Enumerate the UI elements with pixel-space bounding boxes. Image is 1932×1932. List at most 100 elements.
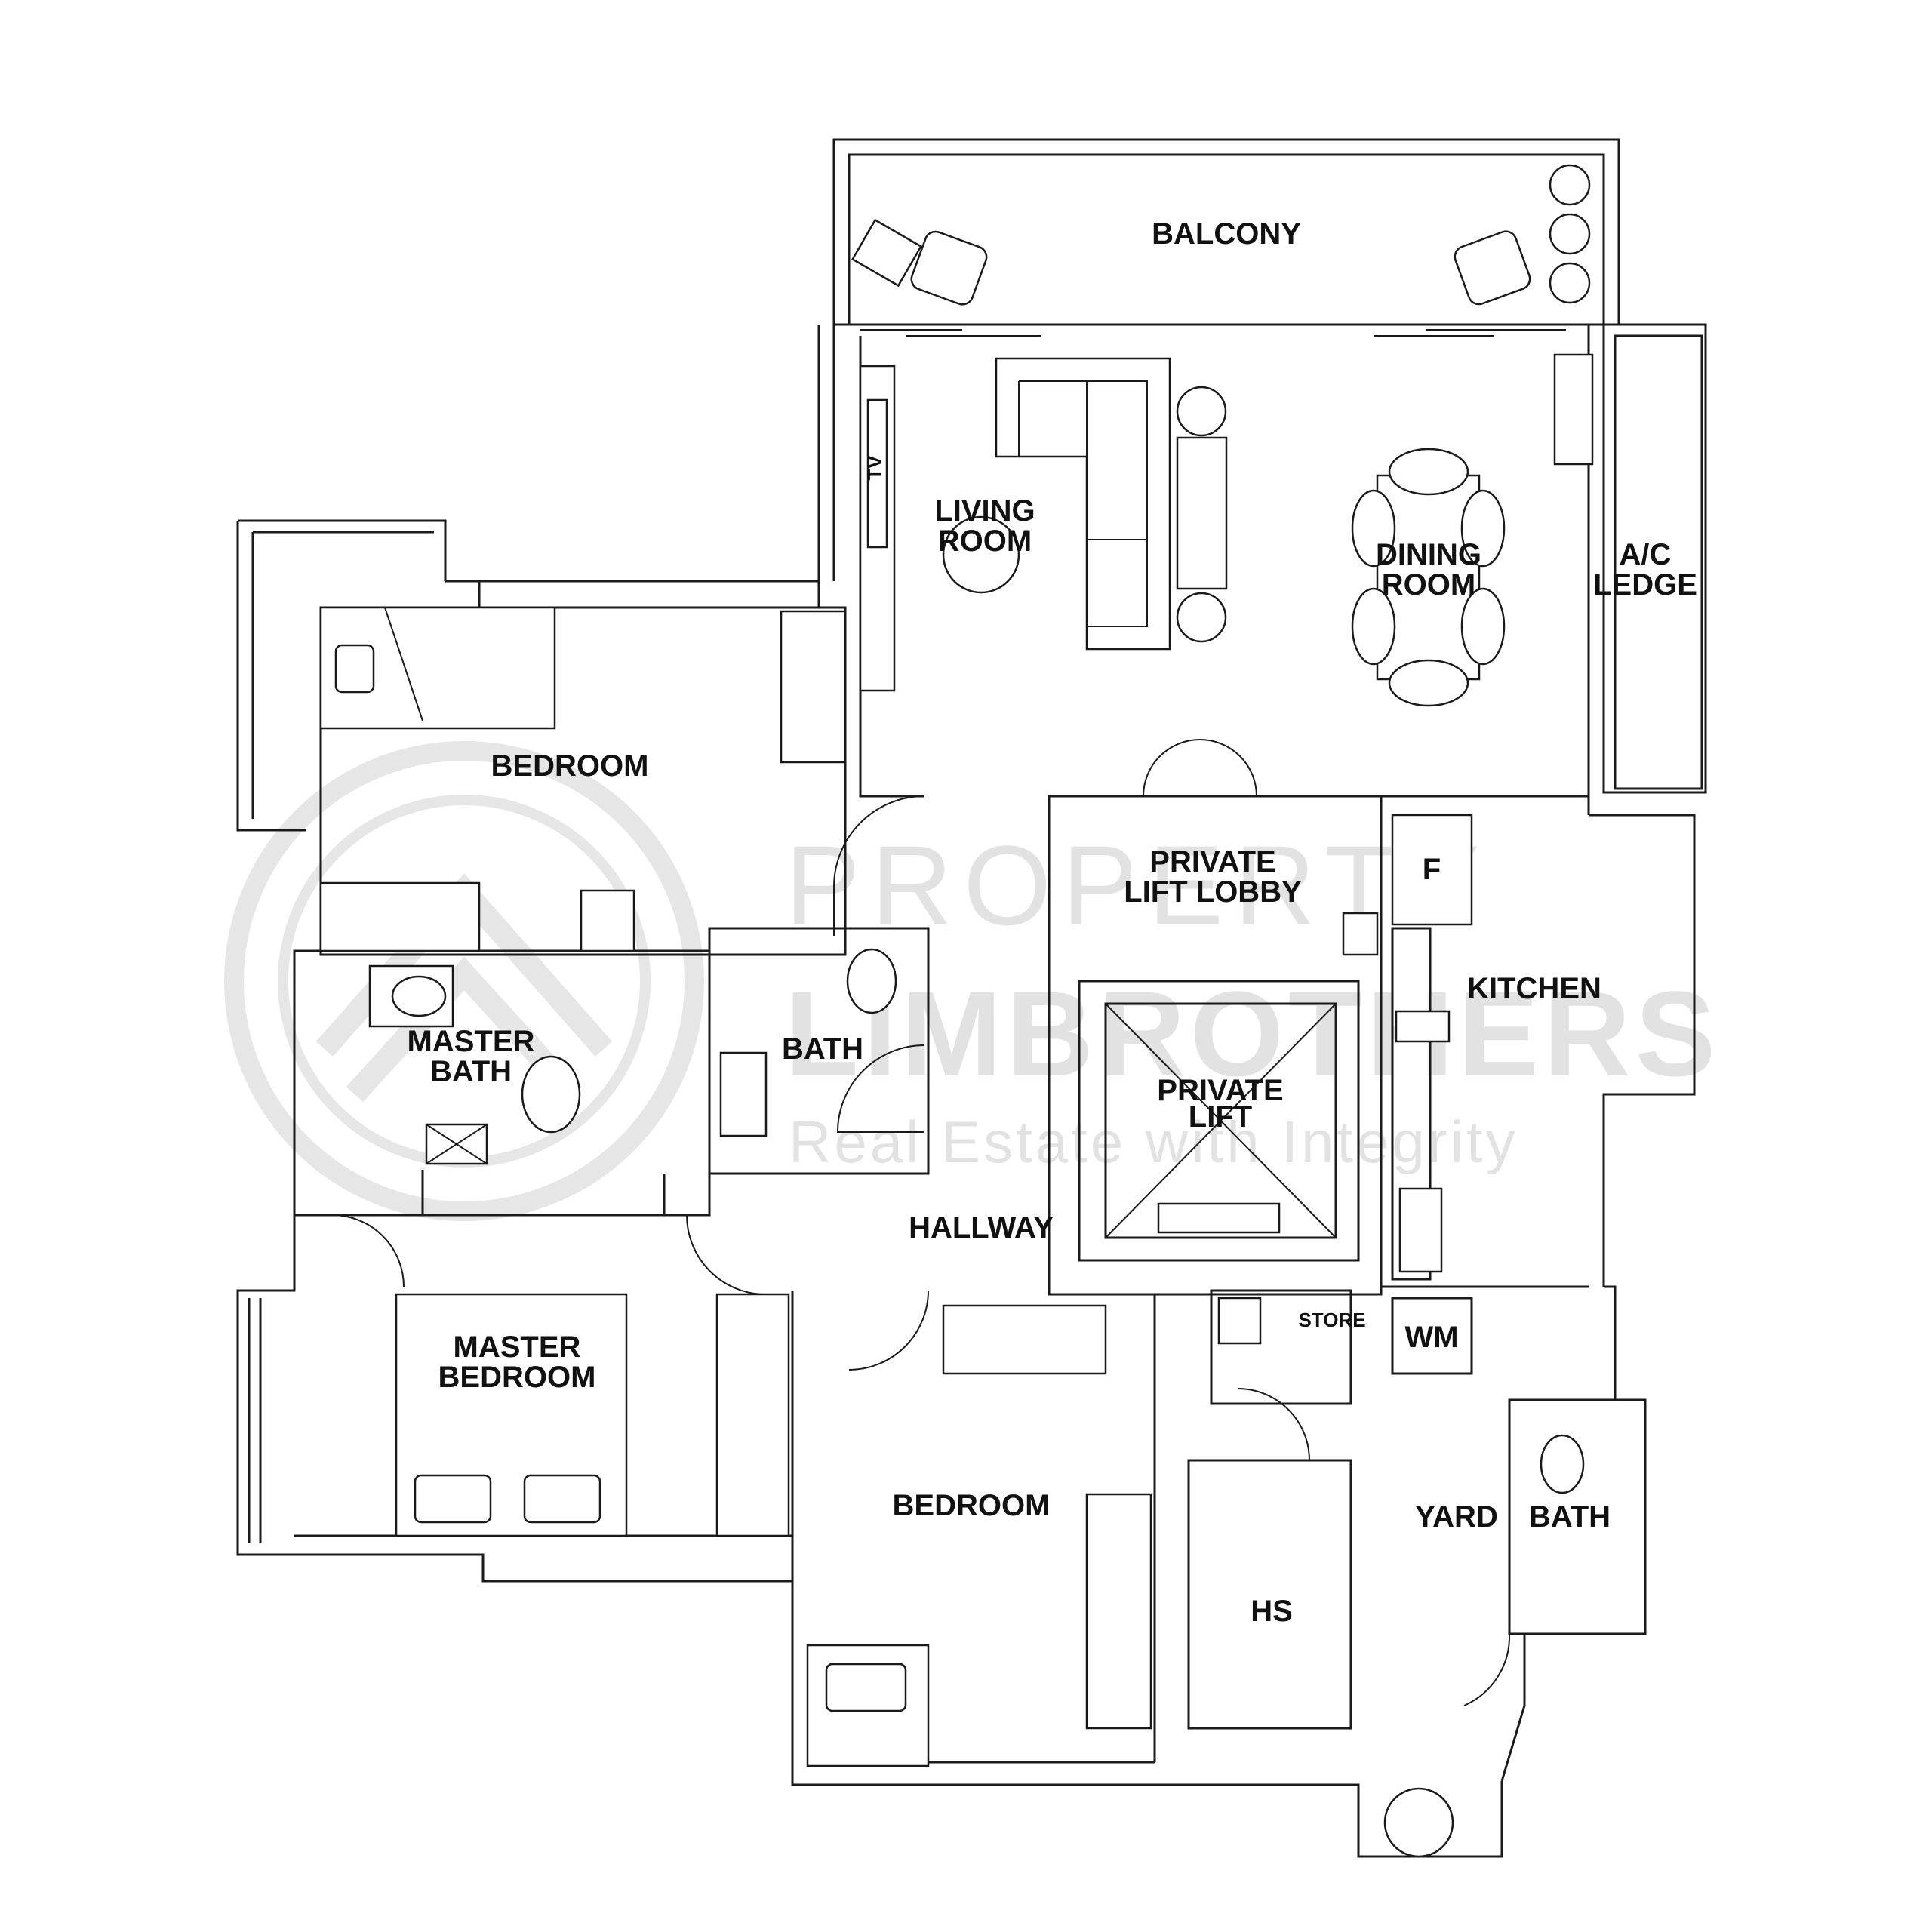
pillow bbox=[825, 1663, 907, 1712]
bedroom-top-bay bbox=[236, 519, 447, 832]
living-left-wall bbox=[817, 325, 835, 581]
door-swing bbox=[836, 1044, 925, 1133]
l-shaped-sofa bbox=[995, 357, 1171, 651]
balcony-chair-left bbox=[910, 230, 988, 306]
wardrobe-top bbox=[780, 610, 847, 764]
plant-icon bbox=[1549, 164, 1591, 304]
label-fridge: F bbox=[1423, 853, 1441, 886]
watermark-logo-outer-ring bbox=[224, 741, 704, 1221]
label-bedroom-bottom: BEDROOM bbox=[893, 1489, 1051, 1522]
label-private-lift-line2: LIFT bbox=[1189, 1100, 1252, 1134]
kitchen-trap bbox=[1342, 912, 1379, 956]
label-living-room-line2: ROOM bbox=[938, 525, 1032, 558]
bedroom-top-head-wall bbox=[445, 580, 820, 608]
door-swing bbox=[331, 1214, 405, 1287]
label-private-lift-line1: PRIVATE bbox=[1157, 1074, 1283, 1107]
label-ac-ledge-line1: A/C bbox=[1620, 538, 1672, 571]
balcony-sliding-door-right bbox=[1374, 329, 1566, 337]
label-dining-room-line2: ROOM bbox=[1382, 568, 1475, 601]
label-tv: TV bbox=[863, 455, 886, 481]
kitchen-wall bbox=[1381, 795, 1696, 1288]
balcony-inner-wall bbox=[848, 153, 1605, 326]
label-master-bath-line1: MASTER bbox=[408, 1025, 535, 1058]
side-table-top bbox=[1176, 386, 1227, 437]
dining-chair bbox=[1460, 489, 1506, 568]
label-hs: HS bbox=[1251, 1595, 1293, 1628]
label-ac-ledge-line2: LEDGE bbox=[1593, 568, 1697, 601]
label-yard: YARD bbox=[1415, 1500, 1498, 1534]
sofa-seams bbox=[1018, 380, 1148, 627]
kitchen-sink bbox=[1398, 1187, 1443, 1273]
yard-bath-wall bbox=[1508, 1398, 1647, 1635]
door-swing bbox=[833, 795, 925, 936]
master-bath-lower-wall bbox=[421, 1170, 666, 1217]
ac-ledge-inner-wall bbox=[1614, 334, 1703, 790]
master-bedroom-window bbox=[248, 1298, 262, 1543]
label-master-bath-line2: BATH bbox=[430, 1055, 512, 1088]
ac-ledge-outer-wall bbox=[1602, 323, 1707, 794]
pillow bbox=[334, 644, 375, 694]
side-table-bottom bbox=[1176, 592, 1227, 643]
desk-top bbox=[319, 881, 481, 952]
floor-trap-cross bbox=[426, 1124, 488, 1164]
dining-chair bbox=[1388, 448, 1469, 496]
master-bedroom-outer-wall bbox=[236, 1215, 794, 1583]
walls bbox=[236, 138, 1707, 1858]
trap-store bbox=[1217, 1297, 1262, 1345]
tv-screen bbox=[866, 398, 888, 549]
dining-chair bbox=[1351, 489, 1396, 568]
label-bedroom-top: BEDROOM bbox=[491, 749, 649, 783]
lift-shaft-cross-b bbox=[1105, 1003, 1337, 1238]
doors bbox=[331, 739, 1511, 1706]
yard-wall bbox=[1500, 1285, 1647, 1782]
shower-tray bbox=[719, 1051, 768, 1137]
room-labels: BALCONY LIVING ROOM TV DINING ROOM A/C L… bbox=[408, 217, 1697, 1628]
balcony-sliding-door-left bbox=[860, 329, 1041, 337]
label-balcony: BALCONY bbox=[1152, 217, 1301, 251]
door-swing bbox=[848, 1290, 929, 1371]
lift-door-panel bbox=[1157, 1202, 1281, 1234]
toilet bbox=[521, 1055, 581, 1134]
label-master-bedroom-line1: MASTER bbox=[454, 1331, 581, 1364]
door-swing bbox=[685, 1214, 763, 1295]
watermark-tagline: Real Estate with Integrity bbox=[789, 1109, 1518, 1175]
door-swing bbox=[1463, 1633, 1511, 1706]
shelf-top bbox=[580, 889, 635, 952]
study-desk bbox=[942, 1304, 1107, 1375]
fridge-box bbox=[1391, 814, 1473, 926]
label-dining-room-line1: DINING bbox=[1376, 538, 1481, 571]
door-swing bbox=[1143, 739, 1257, 797]
dining-chair bbox=[1460, 587, 1506, 666]
label-master-bedroom-line2: BEDROOM bbox=[438, 1361, 596, 1394]
toilet bbox=[846, 948, 897, 1014]
door-swing bbox=[1237, 1388, 1310, 1461]
bedroom-top-outer-wall bbox=[319, 606, 847, 956]
dining-chair bbox=[1388, 659, 1469, 707]
label-private-lift-lobby-line2: LIFT LOBBY bbox=[1124, 875, 1302, 909]
label-living-room-line1: LIVING bbox=[934, 494, 1035, 528]
hob bbox=[1395, 1010, 1451, 1043]
sink bbox=[391, 975, 447, 1017]
wardrobe-bottom bbox=[1085, 1493, 1152, 1730]
wm-box bbox=[1391, 1297, 1473, 1375]
common-bath-wall bbox=[708, 927, 930, 1175]
wardrobe-master bbox=[715, 1293, 790, 1537]
balcony-lounger-left bbox=[851, 218, 923, 288]
label-store: STORE bbox=[1298, 1309, 1365, 1331]
label-bath-yard: BATH bbox=[1529, 1500, 1611, 1534]
lift-lobby-wall bbox=[1048, 795, 1383, 1296]
bed-fold bbox=[384, 607, 423, 721]
toilet bbox=[1540, 1434, 1585, 1494]
label-kitchen: KITCHEN bbox=[1467, 972, 1601, 1005]
label-hallway: HALLWAY bbox=[909, 1211, 1054, 1244]
water-heater bbox=[1383, 1787, 1454, 1858]
pillow bbox=[523, 1474, 601, 1524]
furniture bbox=[319, 164, 1594, 1858]
label-private-lift-lobby-line1: PRIVATE bbox=[1149, 845, 1275, 878]
pillow bbox=[414, 1474, 492, 1524]
watermark-line2: LIMBROTHERS bbox=[785, 966, 1720, 1101]
label-bath-common: BATH bbox=[782, 1032, 863, 1066]
coffee-table bbox=[942, 515, 1020, 594]
lift-shaft-outer-wall bbox=[1078, 980, 1360, 1262]
